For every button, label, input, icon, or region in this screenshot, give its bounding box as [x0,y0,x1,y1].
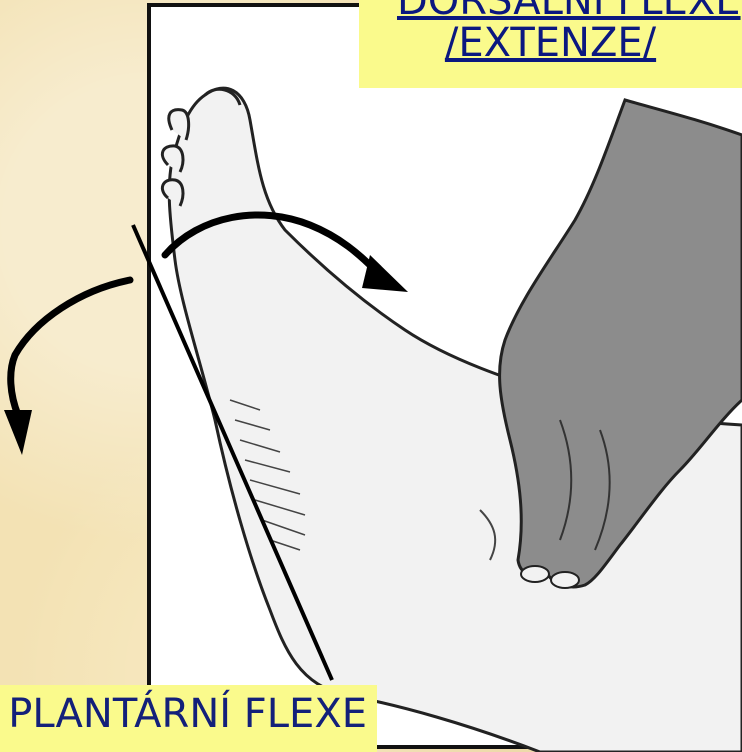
dorsal-label-line2: /EXTENZE/ [359,22,742,64]
dorsal-flexion-label: DORSÁLNÍ FLEXE /EXTENZE/ [359,0,742,88]
plantar-label-text: PLANTÁRNÍ FLEXE [0,685,377,735]
plantar-flexion-label: PLANTÁRNÍ FLEXE [0,685,377,752]
plantar-arrow-icon [4,280,130,455]
dorsal-label-line1: DORSÁLNÍ FLEXE [397,0,742,22]
